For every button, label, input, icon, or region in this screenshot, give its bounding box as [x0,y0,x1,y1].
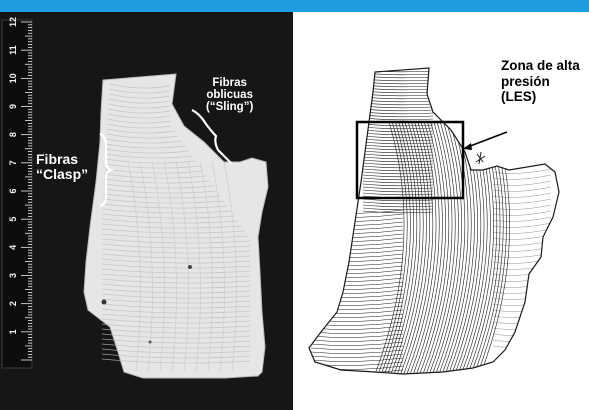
clasp-fibres-label: Fibras “Clasp” [36,152,88,181]
tissue-spot [149,341,152,344]
specimen-drawing: Zona de alta presión (LES) [293,12,589,410]
ruler-number: 11 [8,45,18,55]
les-label-line2: presión [501,74,580,90]
sling-label-line1: Fibras [206,77,253,89]
les-zone-label: Zona de alta presión (LES) [501,58,580,105]
tissue-spot [102,300,107,305]
ruler-number: 5 [8,217,18,222]
les-label-line1: Zona de alta [501,58,580,74]
ruler-number: 1 [8,329,18,334]
ruler-number: 8 [8,132,18,137]
sling-label-line2: oblicuas [206,89,253,101]
sling-fibres-label: Fibras oblicuas (“Sling”) [206,77,253,113]
ruler-number: 2 [8,301,18,306]
ruler-number: 12 [8,17,18,27]
drawing-tuft [476,152,485,164]
ruler-number: 6 [8,188,18,193]
clasp-label-line1: Fibras [36,152,88,167]
clasp-label-line2: “Clasp” [36,167,88,182]
ruler-number: 7 [8,160,18,165]
ruler-number: 4 [8,245,18,250]
sling-label-line3: (“Sling”) [206,101,253,113]
top-accent-bar [0,0,589,12]
tissue-spot [188,265,192,269]
les-pointer-arrowhead [463,143,472,150]
ruler-number: 3 [8,273,18,278]
les-label-line3: (LES) [501,89,580,105]
ruler-number: 9 [8,104,18,109]
ruler-number: 10 [8,73,18,83]
